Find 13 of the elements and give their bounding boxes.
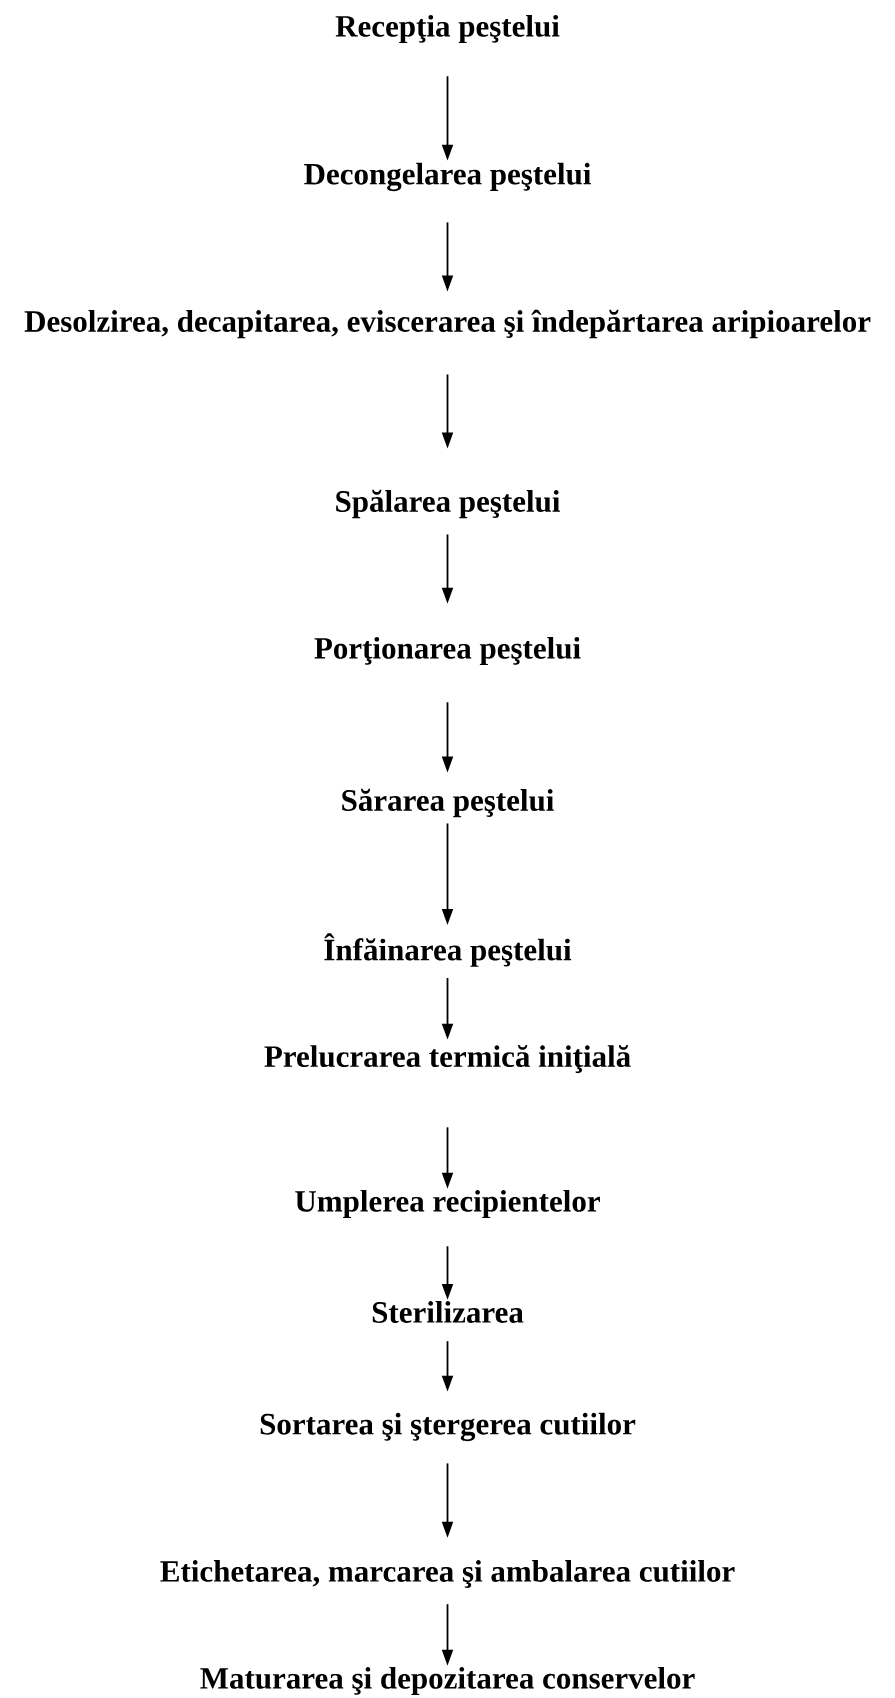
step-text: Etichetarea, marcarea şi ambalarea cutiilor [160,1560,735,1588]
step-text: Sortarea şi ştergerea cutiilor [260,1412,636,1442]
step-text: Porţionarea peştelui [314,636,581,666]
step-text: Decongelarea peştelui [304,162,591,192]
step-text: Sterilizarea [372,1301,524,1323]
step-text: Sărarea peştelui [342,788,554,818]
step-text: Înfăinarea peştelui [324,933,572,967]
step-text: Spălarea peştelui [336,489,560,519]
step-text: Recepţia peştelui [335,14,560,44]
step-text: Maturarea şi depozitarea conservelor [200,1666,695,1696]
step-text: Prelucrarea termică iniţială [264,1044,631,1074]
step-text: Umplerea recipientelor [295,1189,600,1219]
step-text: Desolzirea, decapitarea, eviscerarea şi îndepărtarea aripioarelor [24,309,871,339]
